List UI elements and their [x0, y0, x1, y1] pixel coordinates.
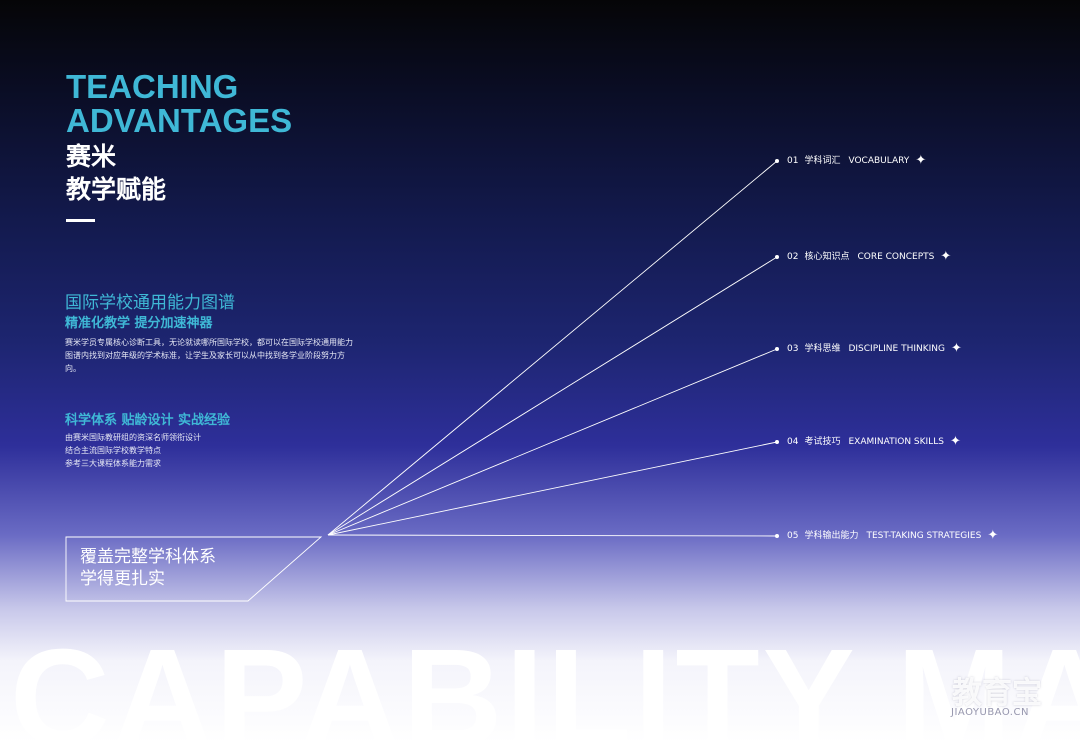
- capability-item-01: 01 学科词汇 VOCABULARY ✦: [787, 153, 926, 169]
- section1-paragraph: 赛米学员专属核心诊断工具，无论就读哪所国际学校，都可以在国际学校通用能力图谱内找…: [65, 338, 353, 373]
- sparkle-icon: ✦: [949, 434, 961, 449]
- watermark-url: JIAOYUBAO.CN: [951, 707, 1029, 718]
- sparkle-icon: ✦: [940, 249, 952, 264]
- item-number: 04: [787, 437, 799, 447]
- connector-line-03: [327, 348, 778, 536]
- connector-line-05: [327, 534, 778, 537]
- item-label-en: EXAMINATION SKILLS: [848, 437, 944, 447]
- section2-list-item: 结合主流国际学校教学特点: [65, 446, 161, 455]
- capability-item-04: 04 考试技巧 EXAMINATION SKILLS ✦: [787, 434, 961, 450]
- section2-list: 由赛米国际教研组的资深名师领衔设计 结合主流国际学校教学特点 参考三大课程体系能…: [65, 431, 201, 470]
- section2-list-item: 由赛米国际教研组的资深名师领衔设计: [65, 433, 201, 442]
- english-title: TEACHING ADVANTAGES: [66, 70, 292, 138]
- chinese-title: 赛米 教学赋能: [66, 140, 166, 206]
- item-label-en: DISCIPLINE THINKING: [848, 344, 945, 354]
- item-label-cn: 考试技巧: [804, 437, 841, 447]
- section2-heading: 科学体系 贴龄设计 实战经验: [65, 413, 231, 428]
- callout-line2: 学得更扎实: [80, 569, 165, 589]
- item-number: 03: [787, 344, 799, 354]
- node-dot-04: [775, 440, 779, 444]
- sparkle-icon: ✦: [915, 153, 927, 168]
- item-label-cn: 学科思维: [804, 344, 841, 354]
- node-dot-02: [775, 255, 779, 259]
- chinese-title-line1: 赛米: [66, 142, 117, 171]
- callout-line1: 覆盖完整学科体系: [80, 547, 216, 567]
- callout-box-outline: [65, 536, 323, 602]
- connector-line-01: [327, 160, 778, 536]
- item-number: 01: [787, 156, 799, 166]
- item-label-cn: 学科输出能力: [804, 531, 859, 541]
- section1-heading: 国际学校通用能力图谱: [65, 293, 235, 313]
- item-label-en: CORE CONCEPTS: [857, 252, 935, 262]
- node-dot-03: [775, 347, 779, 351]
- chinese-title-line2: 教学赋能: [66, 175, 167, 204]
- section2-list-item: 参考三大课程体系能力需求: [65, 459, 161, 468]
- item-label-en: VOCABULARY: [848, 156, 910, 166]
- background-headline: CAPABILITY MAP: [10, 621, 1080, 743]
- capability-item-05: 05 学科输出能力 TEST-TAKING STRATEGIES ✦: [787, 528, 998, 544]
- watermark-logo-text: 教育宝: [952, 676, 1042, 711]
- node-dot-05: [775, 534, 779, 538]
- item-number: 02: [787, 252, 799, 262]
- node-dot-01: [775, 159, 779, 163]
- capability-item-03: 03 学科思维 DISCIPLINE THINKING ✦: [787, 341, 962, 357]
- capability-item-02: 02 核心知识点 CORE CONCEPTS ✦: [787, 249, 951, 265]
- connector-line-04: [327, 441, 778, 536]
- connector-line-02: [327, 256, 778, 536]
- item-number: 05: [787, 531, 799, 541]
- title-divider: [66, 219, 95, 222]
- english-title-line1: TEACHING: [66, 68, 239, 105]
- sparkle-icon: ✦: [987, 528, 999, 543]
- item-label-en: TEST-TAKING STRATEGIES: [866, 531, 982, 541]
- item-label-cn: 学科词汇: [804, 156, 841, 166]
- sparkle-icon: ✦: [951, 341, 962, 356]
- section1-subheading: 精准化教学 提分加速神器: [65, 316, 213, 331]
- item-label-cn: 核心知识点: [804, 252, 850, 262]
- callout-box-text: 覆盖完整学科体系 学得更扎实: [80, 546, 216, 590]
- english-title-line2: ADVANTAGES: [66, 102, 293, 139]
